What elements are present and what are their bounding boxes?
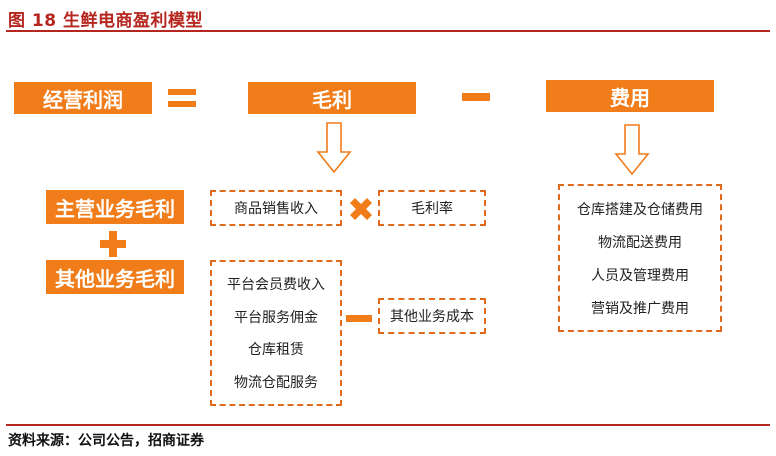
main-business-gross-profit-box: 主营业务毛利 (46, 190, 184, 224)
figure-title: 图 18 生鲜电商盈利模型 (8, 11, 203, 31)
source-note: 资料来源：公司公告，招商证券 (8, 433, 204, 449)
title-divider (6, 30, 770, 32)
operating-profit-box: 经营利润 (14, 82, 152, 114)
other-revenue-list: 平台会员费收入 平台服务佣金 仓库租赁 物流仓配服务 (210, 260, 342, 406)
sales-revenue-box: 商品销售收入 (210, 190, 342, 226)
gross-margin-box: 毛利率 (378, 190, 486, 226)
gross-margin-label: 毛利率 (411, 201, 453, 217)
equals-icon (168, 89, 196, 107)
minus-icon (462, 93, 490, 101)
down-arrow-icon (316, 122, 352, 174)
main-business-gross-profit-label: 主营业务毛利 (55, 196, 175, 221)
list-item: 平台会员费收入 (227, 277, 325, 294)
sales-revenue-label: 商品销售收入 (234, 201, 318, 217)
list-item: 营销及推广费用 (591, 300, 689, 317)
other-business-cost-box: 其他业务成本 (378, 298, 486, 334)
list-item: 仓库搭建及仓储费用 (577, 201, 703, 218)
minus-icon (346, 315, 372, 322)
source-divider (6, 424, 770, 426)
gross-profit-label: 毛利 (312, 87, 352, 112)
list-item: 仓库租赁 (248, 342, 304, 359)
gross-profit-box: 毛利 (248, 82, 416, 114)
list-item: 物流配送费用 (598, 234, 682, 251)
other-business-cost-label: 其他业务成本 (390, 309, 474, 325)
list-item: 平台服务佣金 (234, 309, 318, 326)
list-item: 物流仓配服务 (234, 374, 318, 391)
expenses-label: 费用 (610, 85, 650, 110)
other-business-gross-profit-label: 其他业务毛利 (55, 266, 175, 291)
other-business-gross-profit-box: 其他业务毛利 (46, 260, 184, 294)
expense-list: 仓库搭建及仓储费用 物流配送费用 人员及管理费用 营销及推广费用 (558, 184, 722, 332)
operating-profit-label: 经营利润 (43, 87, 123, 112)
list-item: 人员及管理费用 (591, 267, 689, 284)
expenses-box: 费用 (546, 80, 714, 112)
down-arrow-icon (614, 124, 650, 176)
multiply-icon (350, 198, 372, 220)
plus-icon (100, 231, 126, 257)
